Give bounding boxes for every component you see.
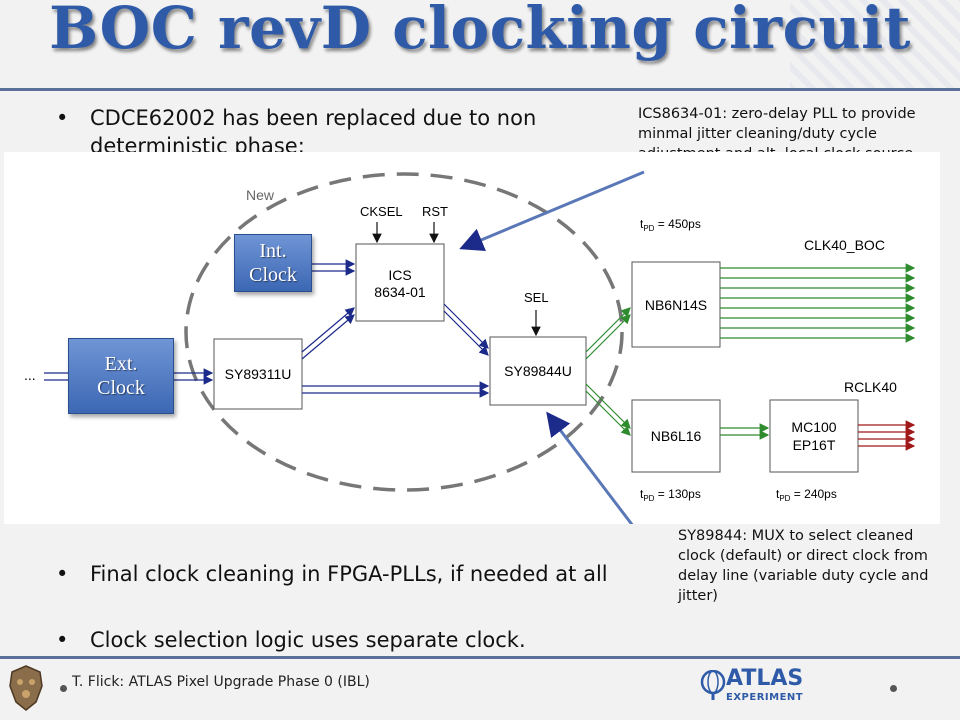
atlas-logo: ATLAS EXPERIMENT [700,666,804,710]
nb6n14s-block [631,261,721,348]
callout-arrow-ics [459,170,645,251]
new-label: New [246,187,275,203]
svg-text:tPD = 240ps: tPD = 240ps [776,487,837,503]
ext-clock-box: Ext. Clock [68,338,174,414]
nb6l16-label: NB6L16 [651,428,702,444]
int-clock-box: Int. Clock [234,234,312,292]
ics8634-block [355,243,445,322]
sy89311u-block [213,338,303,410]
atlas-globe-icon [700,670,726,700]
ext-clock-label-2: Clock [97,377,145,399]
callout-arrow-sy [546,411,634,524]
background-pattern [790,0,960,90]
sy89844u-block [489,336,587,406]
svg-text:tPD = 450ps: tPD = 450ps [640,217,701,233]
slide-title: BOC revD clocking circuit [49,0,911,62]
bullet-text: Final clock cleaning in FPGA-PLLs, if ne… [90,562,608,586]
clk40-boc-label: CLK40_BOC [804,237,885,253]
footer-dot-left [60,685,67,692]
tpd-130-label: tPD = 130ps [640,487,701,503]
bullet-bottom-2: • Clock selection logic uses separate cl… [56,626,650,654]
tpd-450-label: tPD = 450ps [640,217,701,233]
clock-diagram: New ICS 8634-01 SY89311U SY89844U NB6N14… [24,170,916,524]
bullet-bottom-1: • Final clock cleaning in FPGA-PLLs, if … [56,560,610,588]
ext-clock-label-1: Ext. [104,353,138,375]
mc100ep16t-block [769,399,859,473]
bullet-dot: • [56,106,69,130]
ics8634-label-1: ICS [388,267,411,283]
note-sy89844: SY89844: MUX to select cleaned clock (de… [678,528,929,604]
ics8634-label-2: 8634-01 [374,284,426,300]
title-rule [0,88,960,91]
bullet-dot: • [56,628,69,652]
ellipsis-label: ... [24,367,36,383]
atlas-logo-bottom: EXPERIMENT [726,692,804,703]
bullet-text: CDCE62002 has been replaced due to non d… [90,106,537,158]
cksel-label: CKSEL [360,204,403,219]
int-clock-label-1: Int. [259,240,287,262]
svg-text:tPD = 130ps: tPD = 130ps [640,487,701,503]
mc100-label-2: EP16T [793,437,836,453]
tpd-240-label: tPD = 240ps [776,487,837,503]
sel-label: SEL [524,290,549,305]
nb6l16-block [631,399,721,473]
footer-rule [0,656,960,659]
int-clock-label-2: Clock [249,264,297,286]
university-logo-icon [9,665,43,711]
sy89844u-label: SY89844U [504,363,572,379]
new-region-ellipse [184,172,624,492]
nb6n14s-label: NB6N14S [645,297,707,313]
footer-text: T. Flick: ATLAS Pixel Upgrade Phase 0 (I… [72,674,370,690]
rst-label: RST [422,204,448,219]
bullet-dot: • [56,562,69,586]
atlas-logo-top: ATLAS [726,666,804,691]
mc100-label-1: MC100 [791,419,836,435]
bullet-text: Clock selection logic uses separate cloc… [90,628,526,652]
footer-dot-right [890,685,897,692]
sy89311u-label: SY89311U [225,366,292,382]
rclk40-label: RCLK40 [844,379,897,395]
